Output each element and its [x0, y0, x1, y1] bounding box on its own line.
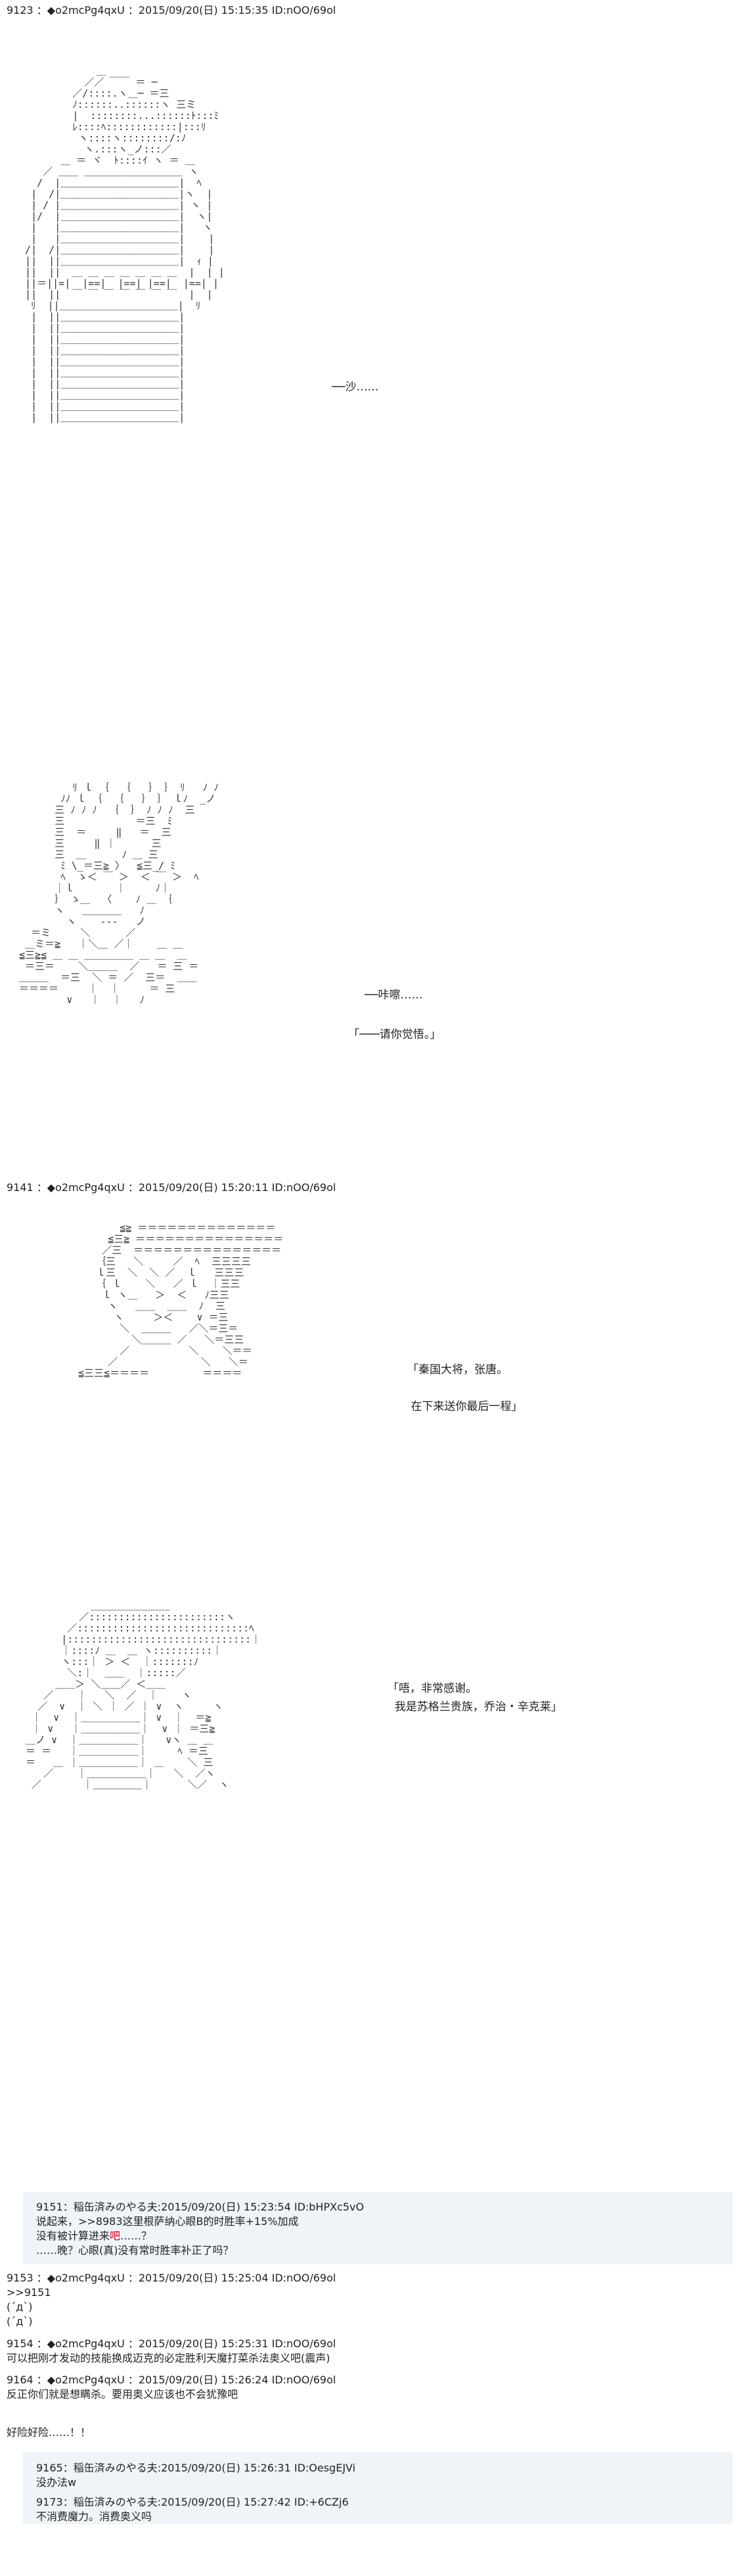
reply-header-9165: 9165：稲缶済みのやる夫:2015/09/20(日) 15:26:31 ID:… — [36, 2462, 356, 2474]
dialogue-george-sinclair: 「唔，非常感谢。 我是苏格兰贵族，乔治・辛克莱」 — [388, 1682, 562, 1714]
post-header-9141: 9141 ：◆o2mcPg4qxU ：2015/09/20(日) 15:20:1… — [7, 1181, 336, 1194]
reply-text-prefix: 没有被计算进来 — [36, 2230, 110, 2242]
reply-header-9151: 9151：稲缶済みのやる夫:2015/09/20(日) 15:23:54 ID:… — [36, 2201, 365, 2213]
reply-text-line: 没有被计算进来吧……？ — [36, 2229, 152, 2243]
ascii-art-figure-2: ﾘ ｌ ｛ ｛ ｝ ｝ ﾘ ﾉ ﾉ ﾉﾉ ｌ ｛ ｛ ｝ ｝ ｌﾉ _ノ 三 ﾉ… — [19, 782, 219, 1006]
post-text-line: >>9151 — [7, 2286, 51, 2299]
dialogue-click: ──咔嚓…… — [365, 989, 423, 1002]
post-text-line: 好险好险……！！ — [7, 2426, 91, 2439]
dialogue-sha: ──沙…… — [332, 381, 379, 394]
highlighted-text: 吧 — [110, 2230, 121, 2242]
reply-header-9173: 9173：稲缶済みのやる夫:2015/09/20(日) 15:27:42 ID:… — [36, 2496, 349, 2508]
reply-panel-9165: 9165：稲缶済みのやる夫:2015/09/20(日) 15:26:31 ID:… — [23, 2452, 732, 2524]
ascii-art-figure-4: ＿＿＿＿＿＿＿＿ ／:::::::::::::::::::::::ヽ ／::::… — [26, 1600, 261, 1791]
post-text-line: (´д`) — [7, 2301, 33, 2313]
post-header-9123: 9123 ：◆o2mcPg4qxU ：2015/09/20(日) 15:15:3… — [7, 4, 336, 16]
reply-panel-9151: 9151：稲缶済みのやる夫:2015/09/20(日) 15:23:54 ID:… — [23, 2192, 732, 2264]
dialogue-prepare: 「───请你觉悟。」 — [348, 1028, 441, 1041]
post-header-9164: 9164 ：◆o2mcPg4qxU ：2015/09/20(日) 15:26:2… — [7, 2374, 336, 2386]
post-header-9154: 9154 ：◆o2mcPg4qxU ：2015/09/20(日) 15:25:3… — [7, 2337, 336, 2350]
post-text-line: (´д`) — [7, 2315, 33, 2328]
post-header-9153: 9153 ：◆o2mcPg4qxU ：2015/09/20(日) 15:25:0… — [7, 2272, 336, 2284]
reply-text-line: 说起来，>>8983这里根萨纳心眼B的时胜率+15%加成 — [36, 2215, 299, 2228]
ascii-art-figure-3: ≦≧ ＝＝＝＝＝＝＝＝＝＝＝＝＝＝ ≦三≧ ＝＝＝＝＝＝＝＝＝＝＝＝＝＝＝ ／三… — [78, 1222, 284, 1379]
post-text-line: 反正你们就是想瞒杀。要用奥义应该也不会犹豫吧 — [7, 2388, 238, 2400]
reply-text-suffix: ……？ — [120, 2230, 152, 2242]
reply-text-line: 不消费魔力。消费奥义吗 — [36, 2510, 152, 2523]
dialogue-zhang-tang: 「秦国大将，张唐。 在下来送你最后一程」 — [407, 1363, 523, 1413]
reply-text-line: 没办法w — [36, 2476, 77, 2489]
post-text-line: 可以把刚才发动的技能换成迈克的必定胜利天魔打菜杀法奥义吧(震声) — [7, 2352, 330, 2364]
reply-text-line: ……晚？心眼(真)没有常时胜率补正了吗？ — [36, 2244, 234, 2257]
ascii-art-figure-1: ＿ ／／ ￣￣ ＝ ─ ／/::::.ヽ＿─ ＝三 ﾉ::::::..:::::… — [25, 65, 225, 423]
